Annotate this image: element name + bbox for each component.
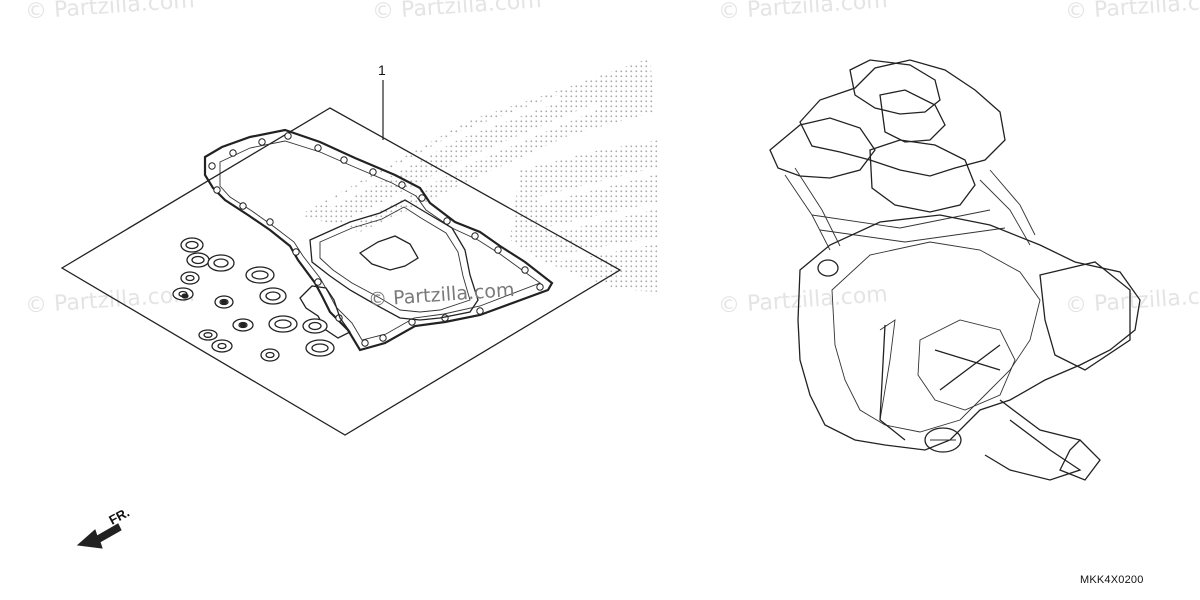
- callout-number: 1: [378, 62, 386, 78]
- front-direction-indicator: FR.: [76, 505, 132, 549]
- bolt-holes: [208, 132, 544, 347]
- gasket-kit: [60, 107, 622, 436]
- diagram-code: MKK4X0200: [1080, 574, 1144, 586]
- o-rings: [172, 237, 335, 362]
- fr-label: FR.: [106, 505, 132, 528]
- wing-logo-background: [300, 58, 661, 292]
- fr-arrow-icon: [76, 523, 122, 549]
- engine-assembly: [769, 59, 1141, 481]
